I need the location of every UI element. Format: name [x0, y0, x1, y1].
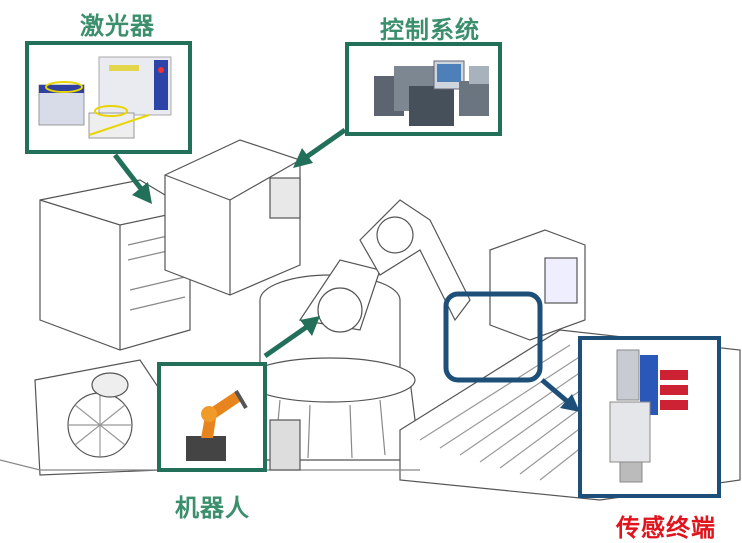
robot-label: 机器人: [175, 494, 250, 522]
control-system-label: 控制系统: [380, 16, 480, 44]
sensor-image-frame: [578, 336, 721, 498]
laser-label: 激光器: [80, 12, 155, 40]
industrial-robot-image: [186, 389, 248, 461]
control-panel-screen: [269, 177, 301, 219]
sensor-label: 传感终端: [616, 514, 716, 542]
laser-cabinet: [39, 179, 191, 351]
robot-image-frame: [157, 362, 267, 472]
sensor-highlight-frame: [443, 291, 543, 383]
plc-modules-image: [374, 60, 489, 126]
control-system-image-frame: [345, 42, 502, 136]
arrow-laser: [113, 153, 144, 192]
laser-source-image: [38, 56, 172, 139]
sensor-head-image: [609, 349, 688, 483]
laser-image-frame: [25, 41, 192, 154]
arrow-sensor: [540, 378, 570, 404]
arrow-control: [303, 127, 347, 161]
arrow-robot: [263, 323, 310, 359]
